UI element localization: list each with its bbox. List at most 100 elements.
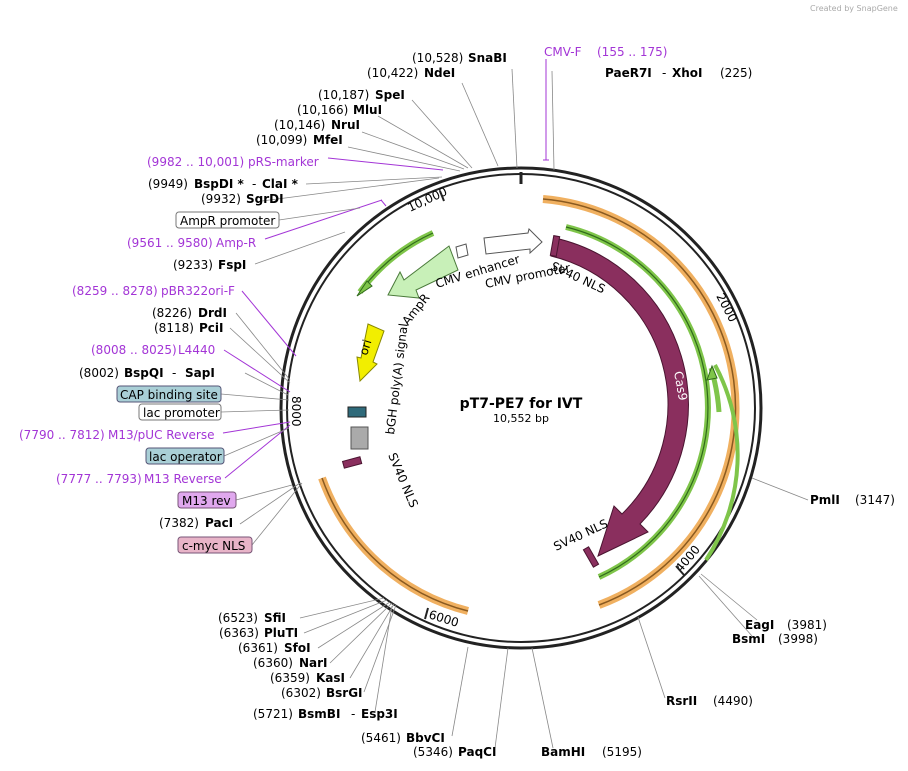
ori-arrow bbox=[356, 323, 385, 383]
ampr-promoter-box bbox=[175, 211, 280, 229]
lac-operator-box bbox=[145, 447, 225, 465]
cmv-enhancer-arrow bbox=[455, 243, 469, 259]
primer-prs-range: (9982 .. 10,001) bbox=[147, 155, 244, 169]
site-mlui-pos: (10,166) bbox=[297, 103, 348, 117]
site-nari-pos: (6360) bbox=[253, 656, 293, 670]
tick-10000-mark bbox=[439, 190, 445, 202]
lac-operator-label: lac operator bbox=[149, 450, 222, 464]
site-sgrdi-pos: (9932) bbox=[201, 192, 241, 206]
primer-l4440-range: (8008 .. 8025) bbox=[91, 343, 177, 357]
m13-rev-box bbox=[177, 491, 237, 509]
site-bsmbi: BsmBI bbox=[298, 707, 340, 721]
sv40-nls-left-label: SV40 NLS bbox=[385, 451, 421, 510]
site-fspi: FspI bbox=[218, 258, 246, 272]
site-nari: NarI bbox=[299, 656, 328, 670]
site-bspdi-pos: (9949) bbox=[148, 177, 188, 191]
primer-pbr-range: (8259 .. 8278) bbox=[72, 284, 158, 298]
site-bsmbi-pos: (5721) bbox=[253, 707, 293, 721]
cmv-promoter-arrow bbox=[483, 228, 543, 255]
site-xhoi-pos: (225) bbox=[720, 66, 752, 80]
site-bspdi-dash: - bbox=[252, 177, 256, 191]
site-bbvci: BbvCI bbox=[406, 731, 445, 745]
site-bspdi: BspDI * bbox=[194, 177, 244, 191]
site-eagi-pos: (3981) bbox=[787, 618, 827, 632]
credit-text: Created by SnapGene bbox=[810, 4, 898, 13]
cas9-label: Cas9 bbox=[671, 370, 690, 402]
lac-promoter-box bbox=[138, 403, 222, 421]
primer-m13rev-range: (7777 .. 7793) bbox=[56, 472, 142, 486]
primer-cmv-f-name: CMV-F bbox=[544, 45, 582, 59]
box-leader-lines bbox=[220, 207, 361, 546]
site-pmli-pos: (3147) bbox=[855, 493, 895, 507]
site-paci-pos: (7382) bbox=[159, 516, 199, 530]
primer-lines bbox=[222, 59, 549, 479]
site-pcii: PciI bbox=[199, 321, 224, 335]
sv40-nls-left-bar bbox=[341, 456, 363, 469]
site-pcii-pos: (8118) bbox=[154, 321, 194, 335]
primer-ampr-range: (9561 .. 9580) bbox=[127, 236, 213, 250]
green-arrow-left-head bbox=[356, 280, 373, 297]
site-bsmi-pos: (3998) bbox=[778, 632, 818, 646]
site-bspqi-dash: - bbox=[172, 366, 176, 380]
lac-feature-box bbox=[347, 406, 367, 418]
site-kasi: KasI bbox=[316, 671, 345, 685]
site-mlui: MluI bbox=[353, 103, 382, 117]
site-ndei-pos: (10,422) bbox=[367, 66, 418, 80]
lac-promoter-label: lac promoter bbox=[143, 406, 220, 420]
ampr-arrow bbox=[387, 245, 459, 299]
primer-l4440-name: L4440 bbox=[178, 343, 215, 357]
site-sfoi-pos: (6361) bbox=[238, 641, 278, 655]
bgh-box bbox=[350, 426, 369, 450]
site-sapi: SapI bbox=[185, 366, 215, 380]
cap-site-box bbox=[116, 385, 222, 403]
site-pluti: PluTI bbox=[264, 626, 298, 640]
site-spei: SpeI bbox=[375, 88, 405, 102]
ori-label: ori bbox=[356, 338, 374, 357]
primer-cmv-f-range: (155 .. 175) bbox=[597, 45, 667, 59]
ampr-promoter-label: AmpR promoter bbox=[180, 214, 275, 228]
leader-lines bbox=[229, 68, 809, 749]
site-paqci-pos: (5346) bbox=[413, 745, 453, 759]
site-xhoi: XhoI bbox=[672, 66, 703, 80]
site-bspqi-pos: (8002) bbox=[79, 366, 119, 380]
site-paqci: PaqCI bbox=[458, 745, 496, 759]
orange-arc-left bbox=[318, 476, 469, 615]
site-snabi-pos: (10,528) bbox=[412, 51, 463, 65]
site-eagi: EagI bbox=[745, 618, 774, 632]
site-drdi-pos: (8226) bbox=[152, 306, 192, 320]
site-bsmi: BsmI bbox=[732, 632, 765, 646]
site-fspi-pos: (9233) bbox=[173, 258, 213, 272]
primer-ampr-name: Amp-R bbox=[216, 236, 256, 250]
tick-4000-mark bbox=[675, 565, 685, 576]
site-rsrii: RsrII bbox=[666, 694, 697, 708]
site-pluti-pos: (6363) bbox=[219, 626, 259, 640]
site-snabi: SnaBI bbox=[468, 51, 507, 65]
green-arc-right-core bbox=[565, 226, 709, 578]
sv40-nls-top-bar bbox=[549, 235, 561, 257]
site-spei-pos: (10,187) bbox=[318, 88, 369, 102]
site-nrui-pos: (10,146) bbox=[274, 118, 325, 132]
orange-arc-right-core bbox=[542, 198, 737, 606]
tick-6000-mark bbox=[424, 607, 429, 620]
tick-8000: 8000 bbox=[289, 396, 303, 427]
site-bamhi-pos: (5195) bbox=[602, 745, 642, 759]
primer-m13rev-name: M13 Reverse bbox=[144, 472, 222, 486]
site-drdi: DrdI bbox=[198, 306, 227, 320]
site-mfei: MfeI bbox=[313, 133, 343, 147]
site-rsrii-pos: (4490) bbox=[713, 694, 753, 708]
site-paer7i: PaeR7I bbox=[605, 66, 652, 80]
site-bsrgi-pos: (6302) bbox=[281, 686, 321, 700]
site-bspqi: BspQI bbox=[124, 366, 164, 380]
site-nrui: NruI bbox=[331, 118, 360, 132]
site-ndei: NdeI bbox=[424, 66, 455, 80]
primer-pbr-name: pBR322ori-F bbox=[161, 284, 235, 298]
cmyc-nls-box bbox=[177, 536, 253, 554]
site-mfei-pos: (10,099) bbox=[256, 133, 307, 147]
site-paer7i-dash: - bbox=[662, 66, 666, 80]
site-kasi-pos: (6359) bbox=[270, 671, 310, 685]
site-pmli: PmlI bbox=[810, 493, 840, 507]
backbone-outer bbox=[279, 166, 763, 650]
site-sgrdi: SgrDI bbox=[246, 192, 284, 206]
bgh-label: bGH poly(A) signal bbox=[383, 322, 411, 435]
